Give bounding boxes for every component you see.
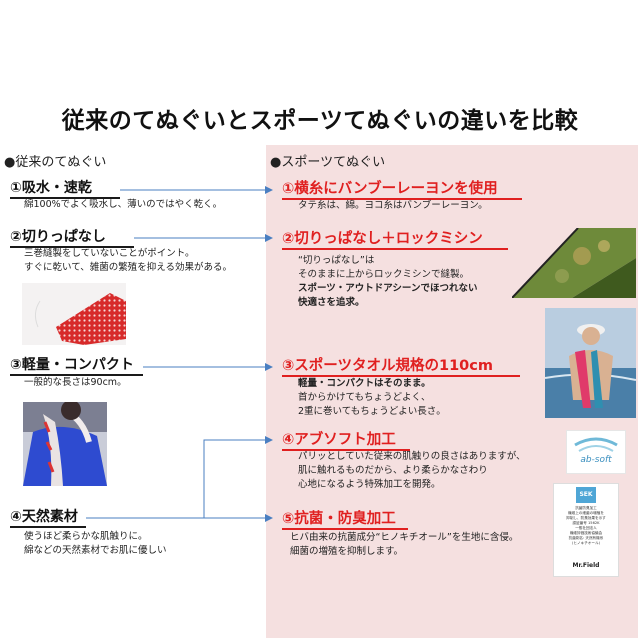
left-item-2-title: ②切りっぱなし [10, 229, 134, 248]
left-item-4-desc: 使うほど柔らかな肌触りに。 綿などの天然素材でお肌に優しい [24, 530, 167, 558]
right-item-5-line-2: 細菌の増殖を抑制します。 [290, 546, 404, 557]
sek-details: 抗菌防臭加工 繊維上の細菌の増殖を 抑制し、防臭効果を示す 認証番号 1562K… [556, 506, 616, 546]
sek-certification-label: SEK 抗菌防臭加工 繊維上の細菌の増殖を 抑制し、防臭効果を示す 認証番号 1… [553, 483, 619, 577]
right-item-2-line-3: スポーツ・アウトドアシーンでほつれない [298, 283, 478, 294]
sek-line-6: 繊維評価技術協議会 [569, 531, 603, 535]
sek-line-3: 抑制し、防臭効果を示す [566, 516, 606, 520]
arrow-4a [86, 436, 273, 519]
right-item-2-line-4: 快適さを追求。 [298, 297, 365, 308]
left-item-3-title: ③軽量・コンパクト [10, 357, 143, 376]
right-item-2-line-2: そのままに上からロックミシンで縫製。 [298, 269, 470, 280]
right-item-3-line-2: 首からかけてもちょうどよく、 [298, 392, 431, 403]
left-item-2-line-1: 三巻縫製をしていないことがポイント。 [24, 248, 195, 259]
left-item-4-line-2: 綿などの天然素材でお肌に優しい [24, 545, 167, 556]
right-item-2-title: ②切りっぱなし＋ロックミシン [282, 230, 508, 250]
right-item-4-desc: パリッとしていた従来の肌触りの良さはありますが、 肌に触れるものだから、より柔ら… [298, 450, 526, 492]
left-item-3-line-1: 一般的な長さは90cm。 [24, 377, 127, 388]
left-item-1-line-1: 綿100%でよく吸水し、薄いのではやく乾く。 [24, 199, 223, 210]
left-column-header: ●従来のてぬぐい [4, 155, 107, 170]
right-item-1-title: ①横糸にバンブーレーヨンを使用 [282, 180, 522, 200]
right-item-4-title: ④アブソフト加工 [282, 431, 410, 451]
absoft-logo-text: ab-soft [580, 455, 612, 465]
left-item-2-desc: 三巻縫製をしていないことがポイント。 すぐに乾いて、雑菌の繁殖を抑える効果がある… [24, 247, 232, 275]
left-item-1-desc: 綿100%でよく吸水し、薄いのではやく乾く。 [24, 198, 222, 212]
right-item-1-desc: タテ糸は、綿。ヨコ糸はバンブーレーヨン。 [298, 199, 488, 213]
right-item-4-line-2: 肌に触れるものだから、より柔らかなさわり [298, 465, 488, 476]
sek-line-7: 抗菌剤名: 天然有機系 [568, 536, 604, 540]
right-item-2-line-1: “切りっぱなし”は [298, 255, 375, 266]
left-item-2-line-2: すぐに乾いて、雑菌の繁殖を抑える効果がある。 [24, 262, 232, 273]
left-item-3-desc: 一般的な長さは90cm。 [24, 376, 127, 390]
red-tenugui-photo [22, 283, 126, 345]
left-item-4-line-1: 使うほど柔らかな肌触りに。 [24, 531, 148, 542]
right-item-3-line-1: 軽量・コンパクトはそのまま。 [298, 378, 431, 389]
right-item-3-desc: 軽量・コンパクトはそのまま。 首からかけてもちょうどよく、 2重に巻いてもちょう… [298, 377, 446, 419]
left-item-1-title: ①吸水・速乾 [10, 180, 120, 199]
right-item-3-line-3: 2重に巻いてもちょうどよい長さ。 [298, 406, 446, 417]
right-item-5-title: ⑤抗菌・防臭加工 [282, 510, 408, 530]
right-item-5-line-1: ヒバ由来の抗菌成分“ヒノキチオール”を生地に含侵。 [290, 532, 519, 543]
sek-line-5: 一般社団法人 [575, 526, 597, 530]
sek-line-8: (ヒノキチオール) [572, 541, 600, 545]
sek-line-1: 抗菌防臭加工 [575, 506, 597, 510]
right-item-1-line-1: タテ糸は、綿。ヨコ糸はバンブーレーヨン。 [298, 200, 488, 211]
right-column-header: ●スポーツてぬぐい [270, 155, 386, 170]
right-item-5-desc: ヒバ由来の抗菌成分“ヒノキチオール”を生地に含侵。 細菌の増殖を抑制します。 [290, 531, 518, 559]
left-item-4-title: ④天然素材 [10, 509, 86, 528]
absoft-logo: ab-soft [566, 430, 626, 474]
right-item-4-line-3: 心地になるよう特殊加工を開発。 [298, 479, 441, 490]
sek-mark-icon: SEK [576, 487, 596, 503]
sek-line-4: 認証番号 1562K [572, 521, 600, 525]
mrfield-brand: Mr.Field [572, 562, 600, 569]
right-item-2-desc: “切りっぱなし”は そのままに上からロックミシンで縫製。 スポーツ・アウトドアシ… [298, 254, 477, 310]
woman-with-towel-photo [545, 308, 636, 418]
person-wearing-tenugui-photo [23, 402, 107, 486]
green-towel-edge-photo [512, 228, 636, 298]
right-item-4-line-1: パリッとしていた従来の肌触りの良さはありますが、 [298, 451, 526, 462]
sek-line-2: 繊維上の細菌の増殖を [568, 511, 604, 515]
right-item-3-title: ③スポーツタオル規格の110cm [282, 357, 520, 377]
page-title: 従来のてぬぐいとスポーツてぬぐいの違いを比較 [61, 108, 579, 134]
